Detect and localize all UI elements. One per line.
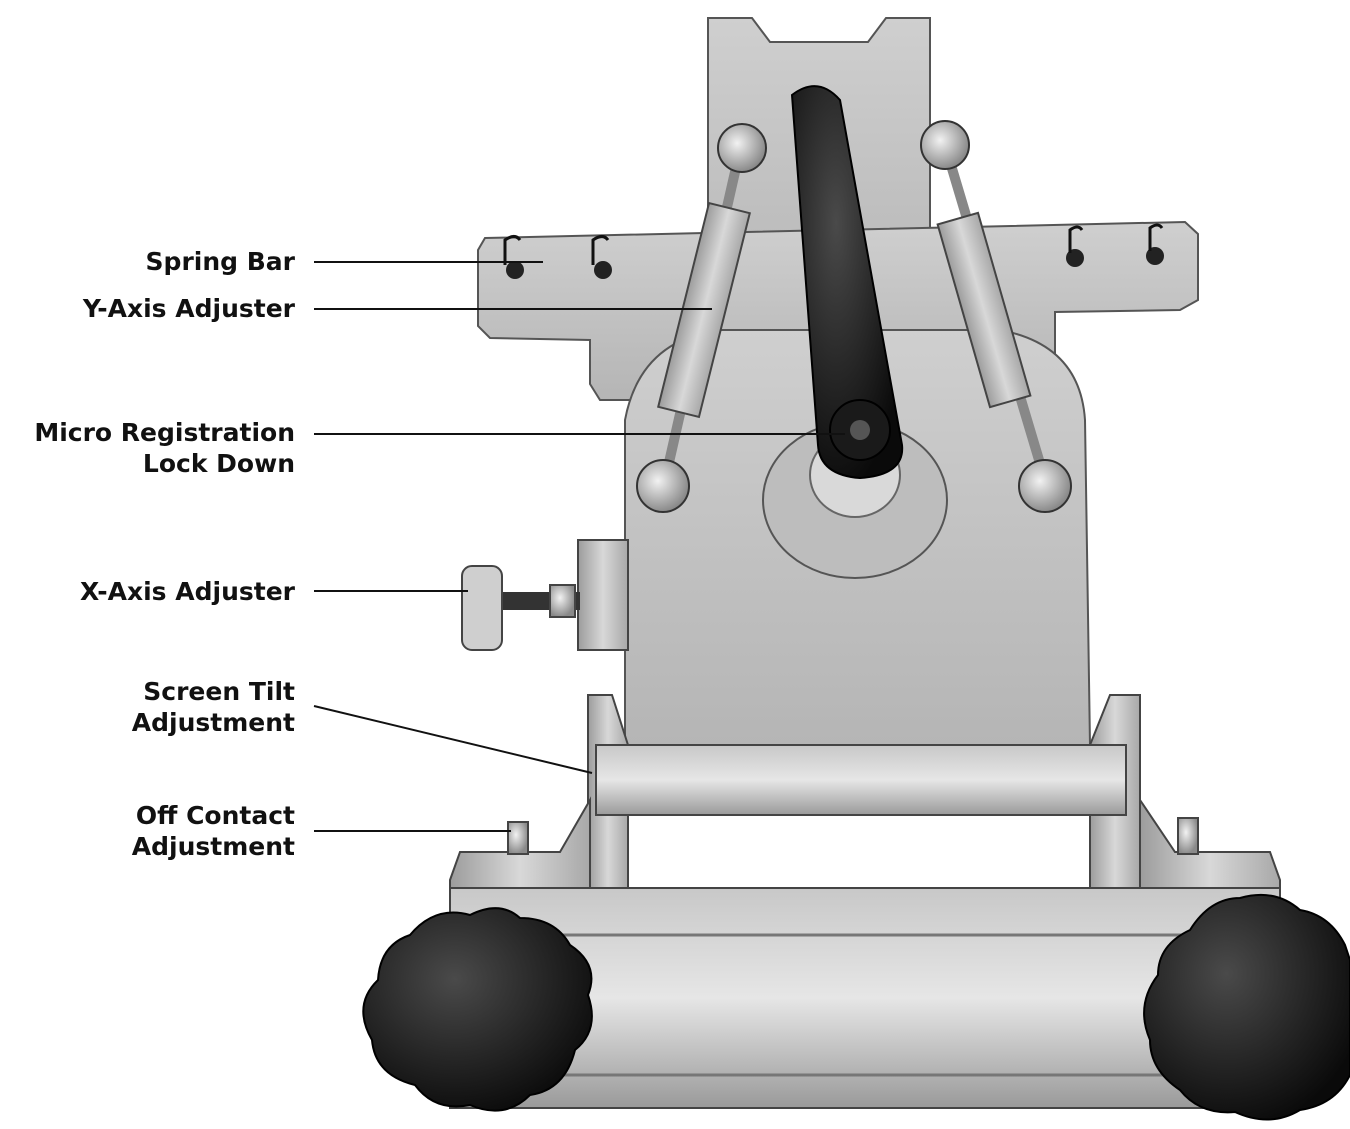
screen-tilt-bar [587,694,1141,891]
label-spring-bar: Spring Bar [146,246,295,277]
left-knob [362,907,593,1112]
lock-down-handle [762,85,948,579]
label-tilt-line1: Screen Tilt [143,677,295,706]
x-axis-adjuster [461,539,629,651]
label-y-axis-adjuster: Y-Axis Adjuster [83,293,295,324]
label-micro-line2: Lock Down [142,449,295,478]
label-micro-registration: Micro Registration Lock Down [34,417,295,479]
label-off-line2: Adjustment [131,832,295,861]
label-x-axis-text: X-Axis Adjuster [80,577,295,606]
label-y-axis-text: Y-Axis Adjuster [82,294,295,323]
leader-lines [313,261,845,832]
label-micro-line1: Micro Registration [34,418,295,447]
leader-screen-tilt [313,705,593,774]
label-spring-bar-text: Spring Bar [145,247,295,276]
label-x-axis-adjuster: X-Axis Adjuster [80,576,295,607]
label-off-line1: Off Contact [135,801,295,830]
y-axis-rods [636,120,1072,513]
right-knob [1143,893,1350,1121]
label-off-contact: Off Contact Adjustment [132,800,295,862]
label-screen-tilt: Screen Tilt Adjustment [132,676,295,738]
label-tilt-line2: Adjustment [131,708,295,737]
